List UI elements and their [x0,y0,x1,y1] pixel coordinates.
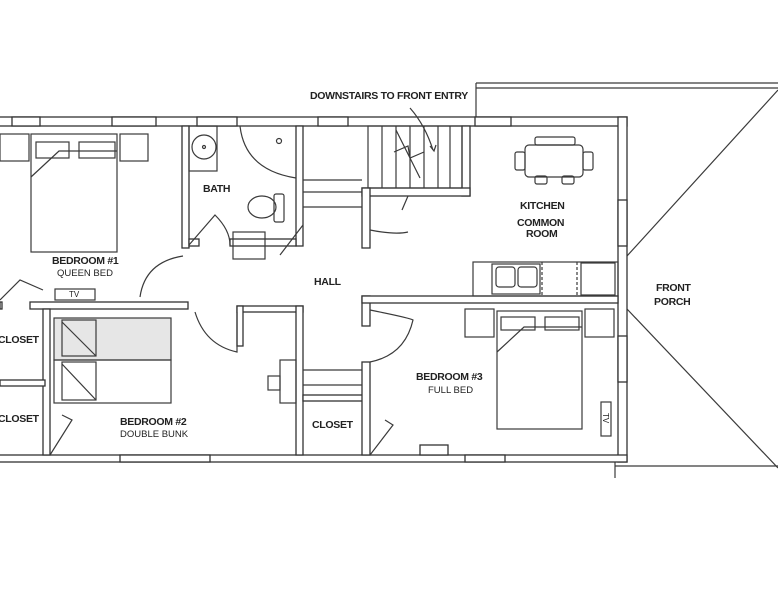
bedroom1-furniture [0,133,149,301]
bunk-bed [53,317,297,404]
room-label-hall: HALL [314,276,342,288]
bedroom2-bed-type: DOUBLE BUNK [120,429,189,440]
staircase [367,107,463,234]
kitchen-fixtures [472,136,619,297]
room-label-closet: CLOSET [0,413,40,425]
toilet-icon [247,195,277,219]
tv-label: TV [69,290,80,299]
tv-icon [54,288,96,301]
room-label-room: ROOM [526,228,558,240]
exterior-walls [0,116,628,463]
dining-table-icon [524,144,584,178]
bath-fixtures [188,125,297,260]
tv-icon [600,401,612,437]
bedroom1-bed-type: QUEEN BED [57,268,113,279]
room-label-common: COMMON [517,217,564,229]
porch-label-front: FRONT [656,282,692,294]
stairs-note: DOWNSTAIRS TO FRONT ENTRY [310,90,468,102]
hall-openings [303,179,362,386]
room-label-bath: BATH [203,183,230,195]
sink-icon [191,134,217,160]
doors [0,214,414,456]
room-label-kitchen: KITCHEN [520,200,565,212]
shower-icon [239,125,297,179]
room-label-bedroom2: BEDROOM #2 [120,416,187,428]
room-label-closet: CLOSET [312,419,354,431]
bedroom3-furniture [464,308,615,437]
bedroom3-bed-type: FULL BED [428,385,473,396]
room-label-bedroom3: BEDROOM #3 [416,371,483,383]
room-label-closet: CLOSET [0,334,40,346]
room-label-bedroom1: BEDROOM #1 [52,255,119,267]
tv-label: TV [601,413,610,424]
porch-label-porch: PORCH [654,296,690,308]
sink-icon [495,266,516,288]
interior-walls [0,125,619,456]
front-porch [475,82,778,478]
